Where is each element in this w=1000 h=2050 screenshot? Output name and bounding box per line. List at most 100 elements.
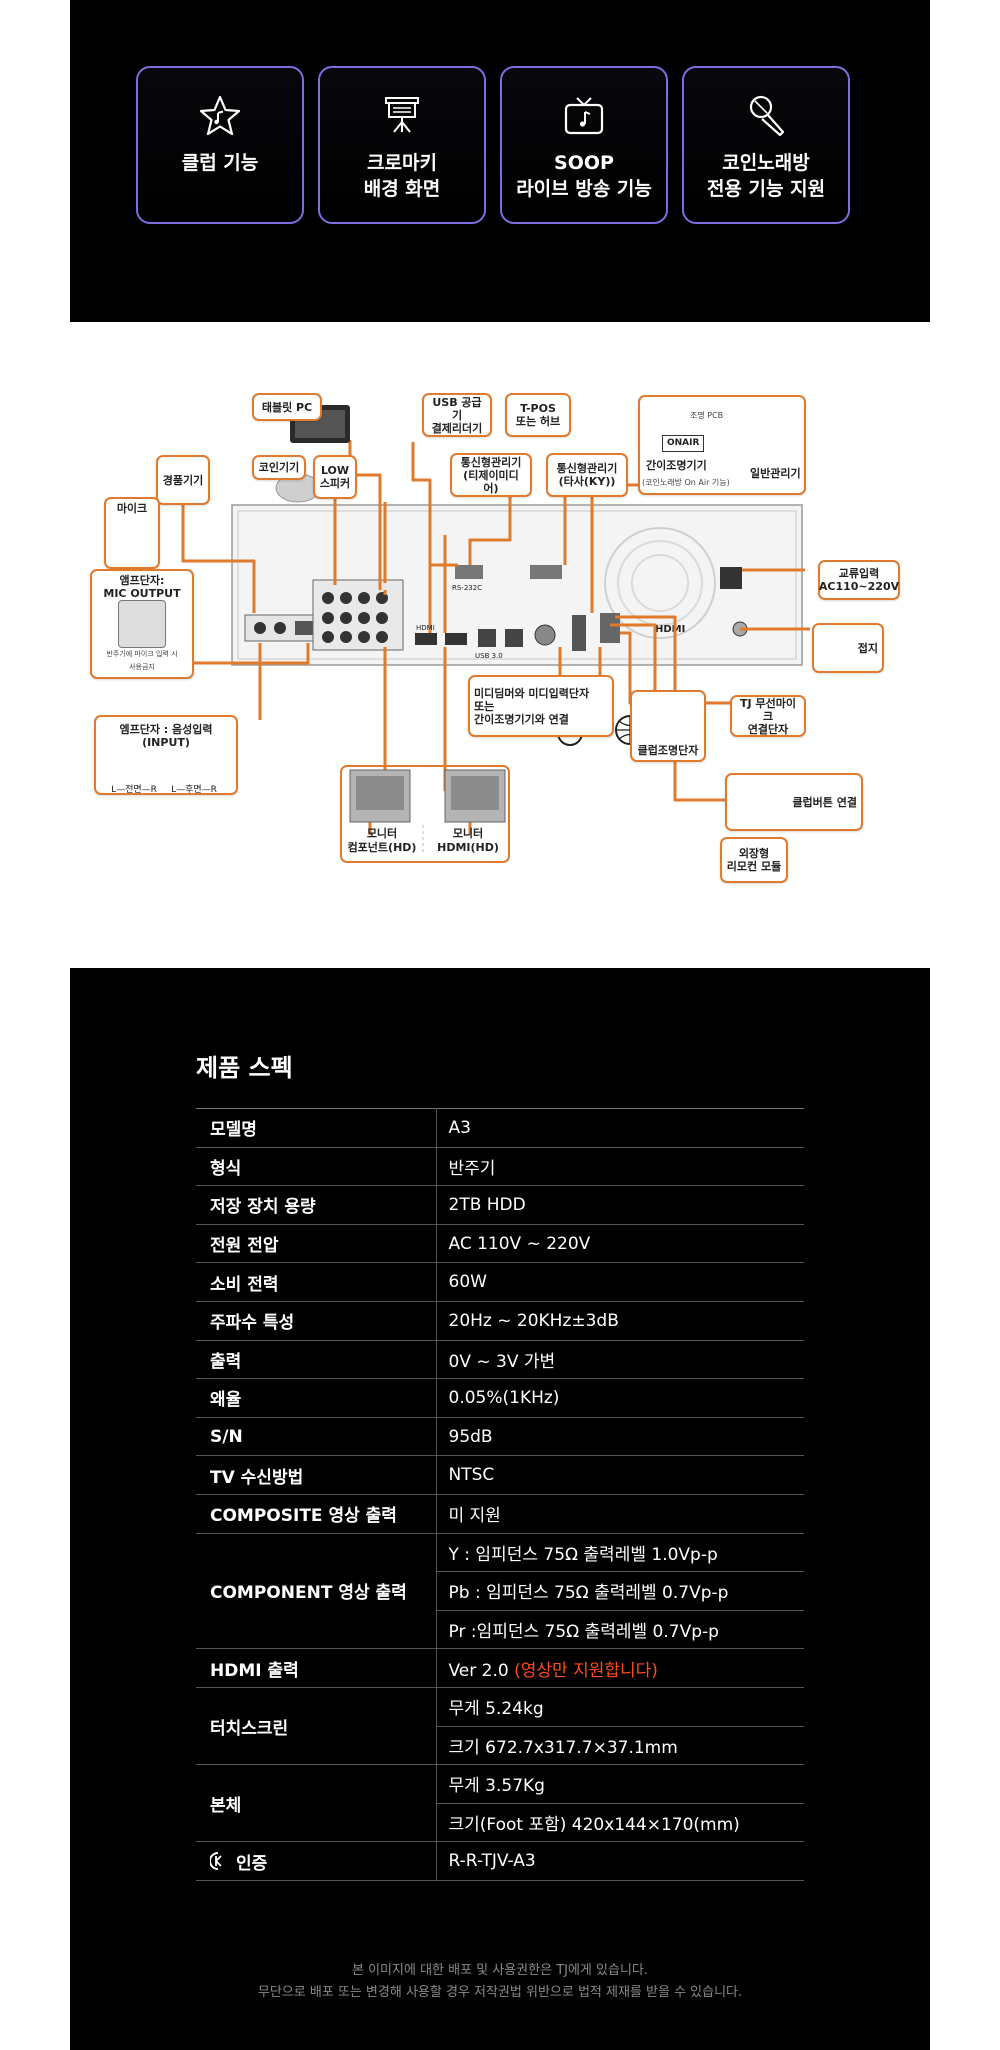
- label-monitor-component: 모니터 컴포넌트(HD): [347, 827, 417, 854]
- lan-port: [505, 629, 523, 647]
- feature-label: SOOP 라이브 방송 기능: [516, 152, 652, 200]
- spec-value: Pb : 임피던스 75Ω 출력레벨 0.7Vp-p: [436, 1571, 804, 1611]
- spec-key: 터치스크린: [196, 1687, 437, 1766]
- side-ports: [572, 615, 586, 651]
- hdmi-port-2: [445, 633, 467, 645]
- amp-mic-jack-graphic: [118, 600, 166, 648]
- label-monitor-hdmi: 모니터 HDMI(HD): [437, 827, 499, 854]
- monitor-component-graphic: [349, 769, 411, 823]
- label-ac-input: 교류입력 AC110~220V: [818, 560, 900, 600]
- spec-key: 왜율: [196, 1378, 437, 1418]
- label-onair: ONAIR: [662, 435, 705, 452]
- spec-key: S/N: [196, 1417, 437, 1457]
- label-amp-input: 엠프단자 : 음성입력(INPUT): [94, 715, 238, 795]
- label-club-button: 클럽버튼 연결: [725, 773, 863, 831]
- spec-value: 0V ~ 3V 가변: [436, 1340, 804, 1380]
- kc-mark-icon: [210, 1852, 222, 1871]
- tv-music-icon: [564, 97, 604, 135]
- label-onair-group: 조명 PCB ONAIR 간이조명기기 (코인노래방 On Air 기능) 일반…: [638, 395, 806, 495]
- spec-title: 제품 스펙: [196, 1054, 293, 1082]
- spec-key: 형식: [196, 1147, 437, 1187]
- star-note-icon: [199, 95, 241, 136]
- spec-key: 주파수 특성: [196, 1301, 437, 1341]
- spec-value: Pr :임피던스 75Ω 출력레벨 0.7Vp-p: [436, 1610, 804, 1650]
- spec-value: Y : 임피던스 75Ω 출력레벨 1.0Vp-p: [436, 1533, 804, 1573]
- label-light-device-sub: (코인노래방 On Air 기능): [642, 478, 730, 487]
- table-row: Pb : 임피던스 75Ω 출력레벨 0.7Vp-p: [196, 1571, 804, 1611]
- spec-value: 95dB: [436, 1417, 804, 1457]
- label-coin: 코인기기: [252, 455, 306, 480]
- panel-label-rs232: RS-232C: [452, 584, 483, 592]
- label-mic: 마이크: [104, 497, 160, 569]
- monitor-hdmi-graphic: [444, 769, 506, 823]
- feature-card-club: 클럽 기능: [136, 66, 304, 224]
- feature-label: 코인노래방 전용 기능 지원: [706, 152, 826, 200]
- spec-value: Ver 2.0 (영상만 지원합니다): [436, 1648, 804, 1688]
- spec-value: 20Hz ~ 20KHz±3dB: [436, 1301, 804, 1341]
- midi-port: [534, 624, 556, 646]
- spec-key: TV 수신방법: [196, 1455, 437, 1495]
- spec-value: 반주기: [436, 1147, 804, 1187]
- connection-diagram: HDMI: [90, 385, 900, 925]
- spec-value: R-R-TJV-A3: [436, 1841, 804, 1881]
- label-amp-mic-note: 반주기에 마이크 입력 시 사용금지: [106, 650, 178, 671]
- power-socket: [720, 567, 742, 589]
- monitor-group-frame: [340, 765, 510, 863]
- label-tj-wireless: TJ 무선마이크 연결단자: [730, 695, 806, 737]
- label-club-light: 클럽조명단자: [630, 690, 706, 762]
- fan-grill: [604, 527, 716, 639]
- spec-key: 전원 전압: [196, 1224, 437, 1264]
- table-row: 크기(Foot 포함) 420x144×170(mm): [196, 1803, 804, 1843]
- label-amp-input-front: L—전면—R: [111, 785, 157, 795]
- label-amp-input-rear: L—후면—R: [171, 785, 217, 795]
- spec-value: 무게 3.57Kg: [436, 1764, 804, 1804]
- spec-key: 본체: [196, 1764, 437, 1843]
- features-section: 클럽 기능 크로마키 배경 화면 SOOP 라이브 방송 기능: [70, 0, 930, 322]
- label-midi: 미디딤머와 미디입력단자 또는 간이조명기기와 연결: [468, 675, 614, 737]
- table-row: 인증 R-R-TJV-A3: [196, 1841, 804, 1881]
- spec-key: HDMI 출력: [196, 1648, 437, 1688]
- feature-card-coin: 코인노래방 전용 기능 지원: [682, 66, 850, 224]
- spec-value: 크기 672.7x317.7×37.1mm: [436, 1726, 804, 1766]
- table-row: 크기 672.7x317.7×37.1mm: [196, 1726, 804, 1766]
- comm-port: [530, 565, 562, 579]
- hdmi-note: (영상만 지원합니다): [514, 1660, 658, 1681]
- label-onair-pcb: 조명 PCB: [690, 411, 724, 420]
- spec-value: 0.05%(1KHz): [436, 1378, 804, 1418]
- spec-key: 저장 장치 용량: [196, 1185, 437, 1225]
- label-tpos: T-POS 또는 허브: [505, 393, 571, 437]
- label-light-device: 간이조명기기: [646, 459, 707, 472]
- label-usb-supply: USB 공급기 결제리더기: [422, 393, 492, 437]
- spec-value: 60W: [436, 1262, 804, 1302]
- spec-key: COMPOSITE 영상 출력: [196, 1494, 437, 1534]
- feature-label: 크로마키 배경 화면: [363, 152, 441, 200]
- spec-key: COMPONENT 영상 출력: [196, 1533, 437, 1650]
- table-row: Pr :임피던스 75Ω 출력레벨 0.7Vp-p: [196, 1610, 804, 1650]
- panel-label-hdmi: HDMI: [416, 624, 435, 632]
- microphone-icon: [749, 95, 785, 137]
- spec-key: 모델명: [196, 1108, 437, 1148]
- spec-value: A3: [436, 1108, 804, 1148]
- spec-key: 소비 전력: [196, 1262, 437, 1302]
- copyright-footer: 본 이미지에 대한 배포 및 사용권한은 TJ에게 있습니다. 무단으로 배포 …: [257, 1963, 743, 2000]
- label-ground: 접지: [812, 623, 884, 673]
- spec-value: AC 110V ~ 220V: [436, 1224, 804, 1264]
- spec-key: 인증: [196, 1841, 437, 1881]
- usb-port: [478, 629, 496, 647]
- label-amp-mic-group: 앰프단자: MIC OUTPUT 반주기에 마이크 입력 시 사용금지: [90, 569, 194, 679]
- feature-card-soop: SOOP 라이브 방송 기능: [500, 66, 668, 224]
- spec-value: 무게 5.24kg: [436, 1687, 804, 1727]
- spec-key: 출력: [196, 1340, 437, 1380]
- spec-value: NTSC: [436, 1455, 804, 1495]
